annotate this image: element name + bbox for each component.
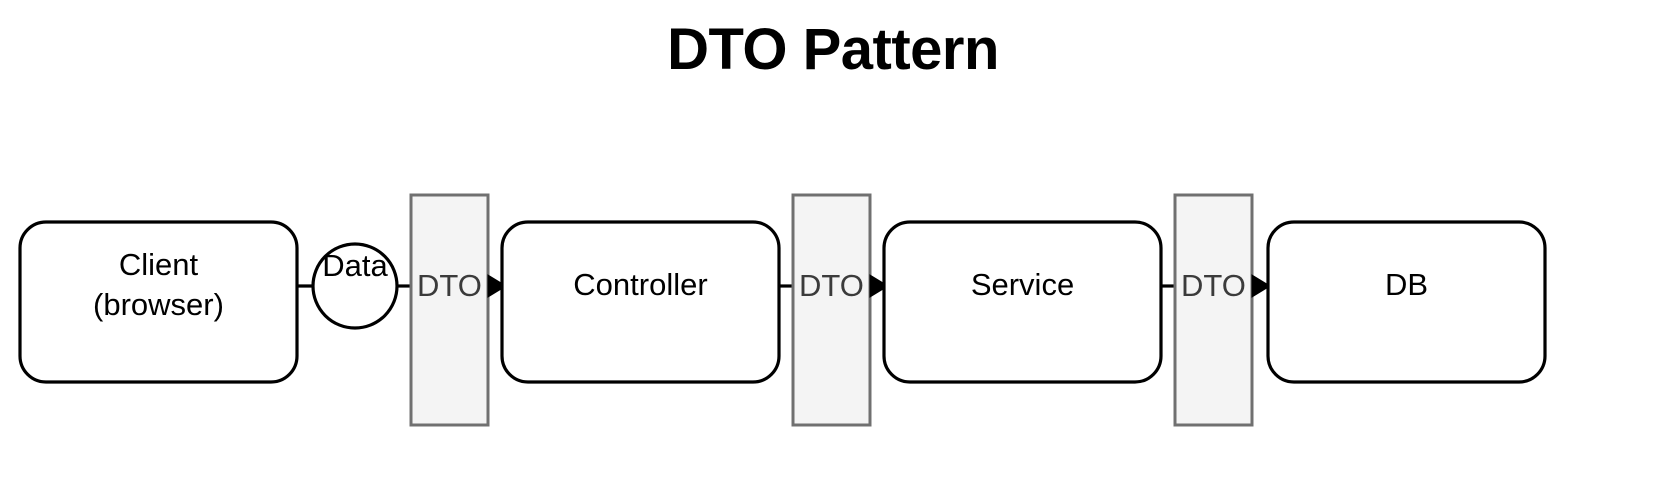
node-service[interactable]	[882, 220, 1163, 384]
arrow-head-icon-band3-db	[1251, 274, 1271, 298]
dto-band-3-label: DTO	[1181, 268, 1246, 303]
node-client[interactable]	[18, 220, 299, 384]
dto-band-3	[1173, 193, 1254, 427]
arrow-head-icon-band2-service	[869, 274, 889, 298]
dto-band-1-label: DTO	[417, 268, 482, 303]
node-db[interactable]	[1266, 220, 1547, 384]
node-data-label: Data	[322, 248, 388, 283]
node-db-label: DB	[1385, 267, 1428, 302]
node-data-circle[interactable]	[311, 242, 399, 330]
node-client-label-line1: Client	[119, 247, 199, 282]
node-client-label-line2: (browser)	[93, 287, 224, 322]
node-service-label: Service	[971, 267, 1074, 302]
node-controller[interactable]	[500, 220, 781, 384]
dto-band-2	[791, 193, 872, 427]
arrow-head-icon-band1-controller	[487, 274, 507, 298]
dto-band-2-label: DTO	[799, 268, 864, 303]
node-controller-label: Controller	[573, 267, 707, 302]
dto-band-1	[409, 193, 490, 427]
page-title: DTO Pattern	[667, 17, 999, 82]
